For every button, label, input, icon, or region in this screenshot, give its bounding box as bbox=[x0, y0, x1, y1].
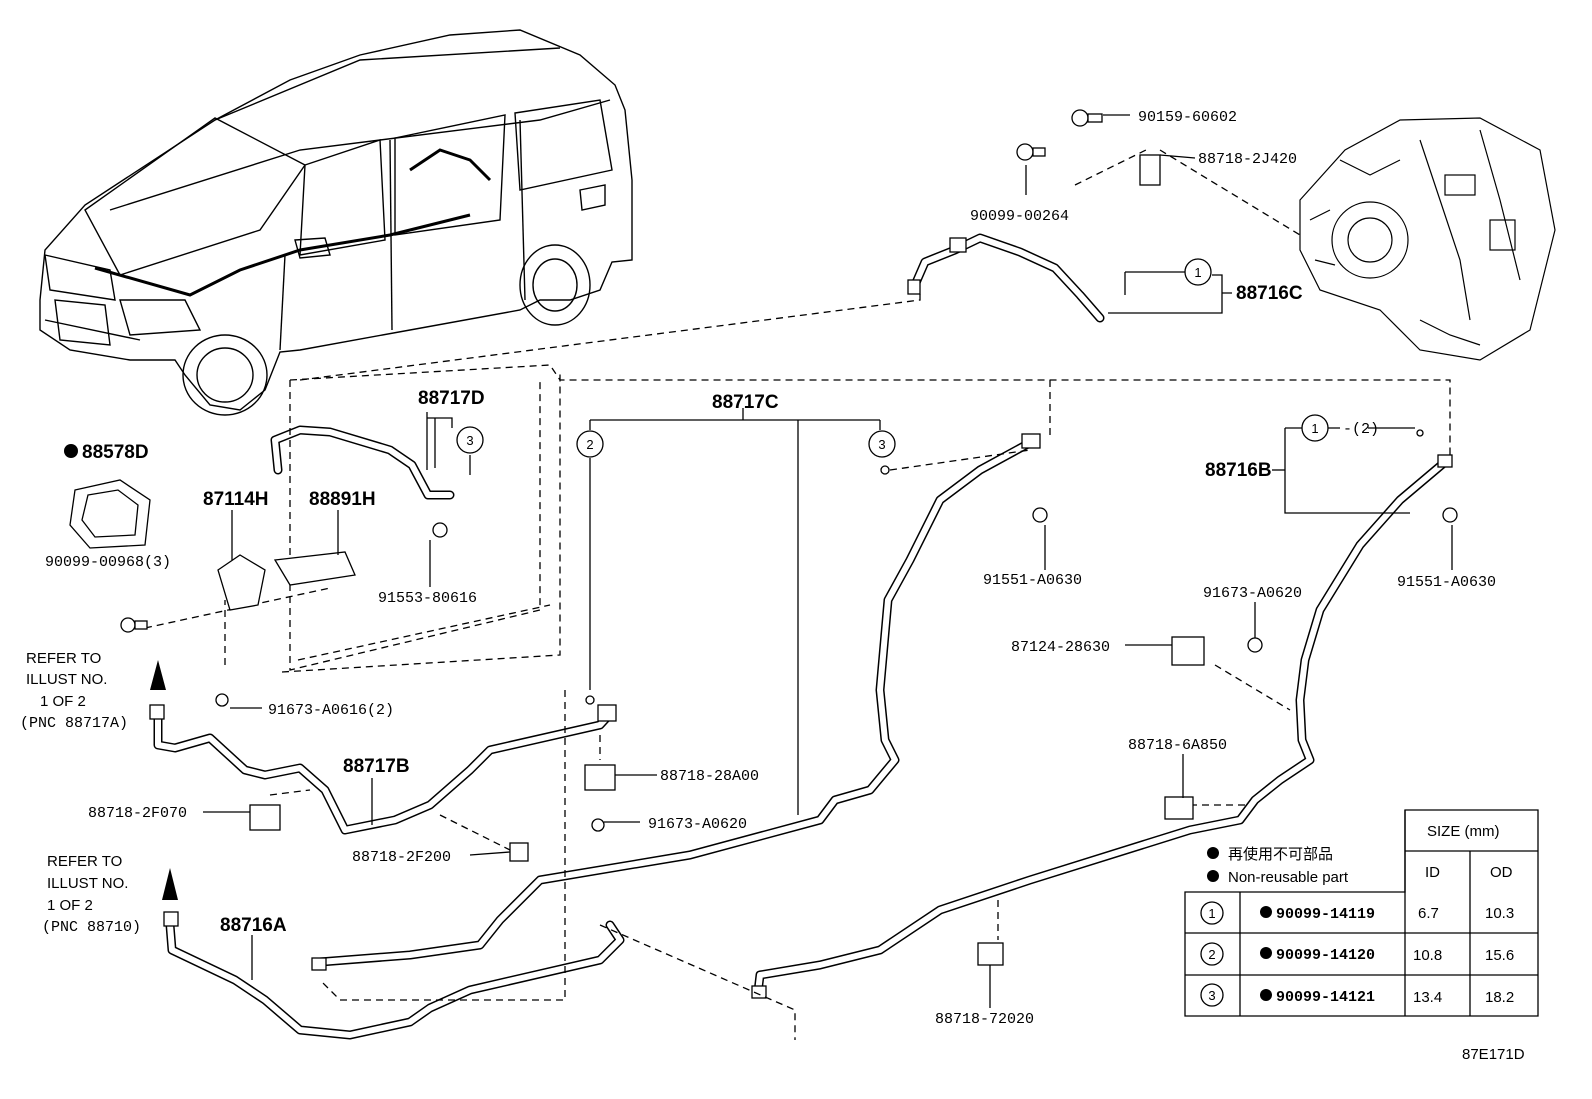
svg-text:1: 1 bbox=[1194, 265, 1201, 280]
svg-text:3: 3 bbox=[466, 433, 473, 448]
vehicle-illustration bbox=[39, 29, 633, 416]
non-reusable-dot-icon bbox=[64, 444, 78, 458]
legend-row-3: 3 90099-14121 13.4 18.2 bbox=[1200, 983, 1514, 1007]
non-reusable-dot-icon bbox=[1207, 847, 1219, 859]
svg-text:10.3: 10.3 bbox=[1485, 905, 1514, 922]
label-qty-2: -(2) bbox=[1343, 421, 1379, 438]
ref-circle-2-88717C: 2 bbox=[576, 430, 604, 458]
label-88716B: 88716B bbox=[1205, 460, 1272, 481]
ref-circle-1-88716B: 1 bbox=[1301, 414, 1329, 442]
circled-refs: 1 3 2 3 1 bbox=[456, 258, 1329, 458]
pipe-88716B bbox=[751, 454, 1453, 999]
svg-text:1: 1 bbox=[1311, 421, 1318, 436]
label-88718-72020: 88718-72020 bbox=[935, 1011, 1034, 1028]
svg-text:1 OF 2: 1 OF 2 bbox=[47, 897, 93, 914]
bracket-lines bbox=[203, 114, 1453, 1008]
svg-text:3: 3 bbox=[1208, 988, 1215, 1003]
label-88718-2F070: 88718-2F070 bbox=[88, 805, 187, 822]
pipe-88717B bbox=[149, 704, 617, 835]
label-91673-A0620-r: 91673-A0620 bbox=[1203, 585, 1302, 602]
label-88891H: 88891H bbox=[309, 489, 376, 510]
svg-text:3: 3 bbox=[878, 437, 885, 452]
ref-circle-3-88717C: 3 bbox=[868, 430, 896, 458]
transaxle-illustration bbox=[1299, 117, 1556, 361]
svg-text:90099-14120: 90099-14120 bbox=[1276, 947, 1375, 964]
od-header: OD bbox=[1490, 864, 1513, 881]
svg-text:6.7: 6.7 bbox=[1418, 905, 1439, 922]
legend-row-2: 2 90099-14120 10.8 15.6 bbox=[1200, 942, 1514, 966]
svg-text:90099-14119: 90099-14119 bbox=[1276, 906, 1375, 923]
label-88716C: 88716C bbox=[1236, 283, 1303, 304]
svg-text:90099-14121: 90099-14121 bbox=[1276, 989, 1375, 1006]
label-91673-A0616: 91673-A0616(2) bbox=[268, 702, 394, 719]
label-91551-A0630-a: 91551-A0630 bbox=[983, 572, 1082, 589]
label-91673-A0620-c: 91673-A0620 bbox=[648, 816, 747, 833]
svg-text:REFER TO: REFER TO bbox=[47, 853, 122, 870]
label-90099-00968: 90099-00968(3) bbox=[45, 554, 171, 571]
label-88716A: 88716A bbox=[220, 915, 287, 936]
pipe-88716A bbox=[163, 911, 625, 1040]
label-87124-28630: 87124-28630 bbox=[1011, 639, 1110, 656]
svg-text:ILLUST NO.: ILLUST NO. bbox=[26, 671, 107, 688]
label-90099-00264: 90099-00264 bbox=[970, 208, 1069, 225]
label-91551-A0630-b: 91551-A0630 bbox=[1397, 574, 1496, 591]
svg-text:1 OF 2: 1 OF 2 bbox=[40, 693, 86, 710]
refer-note-b: REFER TO ILLUST NO. 1 OF 2 (PNC 88710) bbox=[42, 853, 141, 936]
legend-reuse-jp: 再使用不可部品 bbox=[1228, 846, 1333, 863]
svg-text:10.8: 10.8 bbox=[1413, 947, 1442, 964]
legend-table: SIZE (mm) ID OD 再使用不可部品 Non-reusable par… bbox=[1184, 809, 1539, 1017]
dashed-leaders bbox=[144, 147, 1451, 1040]
svg-text:ILLUST NO.: ILLUST NO. bbox=[47, 875, 128, 892]
label-88578D: 88578D bbox=[82, 442, 149, 463]
non-reusable-dot-icon bbox=[1260, 947, 1272, 959]
legend-reuse-en: Non-reusable part bbox=[1228, 869, 1349, 886]
svg-text:REFER TO: REFER TO bbox=[26, 650, 101, 667]
non-reusable-dot-icon bbox=[1207, 870, 1219, 882]
svg-text:(PNC 88710): (PNC 88710) bbox=[42, 919, 141, 936]
svg-text:2: 2 bbox=[1208, 947, 1215, 962]
part-labels: 90159-60602 88718-2J420 90099-00264 8871… bbox=[45, 109, 1525, 1063]
pipe-88716C bbox=[907, 233, 1105, 323]
label-90159-60602: 90159-60602 bbox=[1138, 109, 1237, 126]
svg-text:(PNC 88717A): (PNC 88717A) bbox=[20, 715, 128, 732]
id-header: ID bbox=[1425, 864, 1440, 881]
svg-text:15.6: 15.6 bbox=[1485, 947, 1514, 964]
label-91553-80616: 91553-80616 bbox=[378, 590, 477, 607]
label-88718-28A00: 88718-28A00 bbox=[660, 768, 759, 785]
legend-row-1: 1 90099-14119 6.7 10.3 bbox=[1200, 901, 1514, 925]
non-reusable-dot-icon bbox=[1260, 989, 1272, 1001]
ref-circle-3-88717D: 3 bbox=[456, 426, 484, 454]
svg-text:1: 1 bbox=[1208, 906, 1215, 921]
label-88718-6A850: 88718-6A850 bbox=[1128, 737, 1227, 754]
svg-text:2: 2 bbox=[586, 437, 593, 452]
label-88717B: 88717B bbox=[343, 756, 410, 777]
refer-note-a: REFER TO ILLUST NO. 1 OF 2 (PNC 88717A) bbox=[20, 650, 128, 732]
label-88718-2F200: 88718-2F200 bbox=[352, 849, 451, 866]
pipe-88717C bbox=[311, 433, 1041, 971]
diagram-code: 87E171D bbox=[1462, 1046, 1525, 1063]
pipe-88717D bbox=[270, 425, 455, 500]
non-reusable-dot-icon bbox=[1260, 906, 1272, 918]
svg-text:18.2: 18.2 bbox=[1485, 989, 1514, 1006]
small-parts bbox=[69, 109, 1458, 966]
svg-text:13.4: 13.4 bbox=[1413, 989, 1442, 1006]
label-88717C: 88717C bbox=[712, 392, 779, 413]
label-88717D: 88717D bbox=[418, 388, 485, 409]
size-header: SIZE (mm) bbox=[1427, 823, 1500, 840]
label-88718-2J420: 88718-2J420 bbox=[1198, 151, 1297, 168]
ref-circle-1-top: 1 bbox=[1184, 258, 1212, 286]
label-87114H: 87114H bbox=[203, 489, 269, 510]
